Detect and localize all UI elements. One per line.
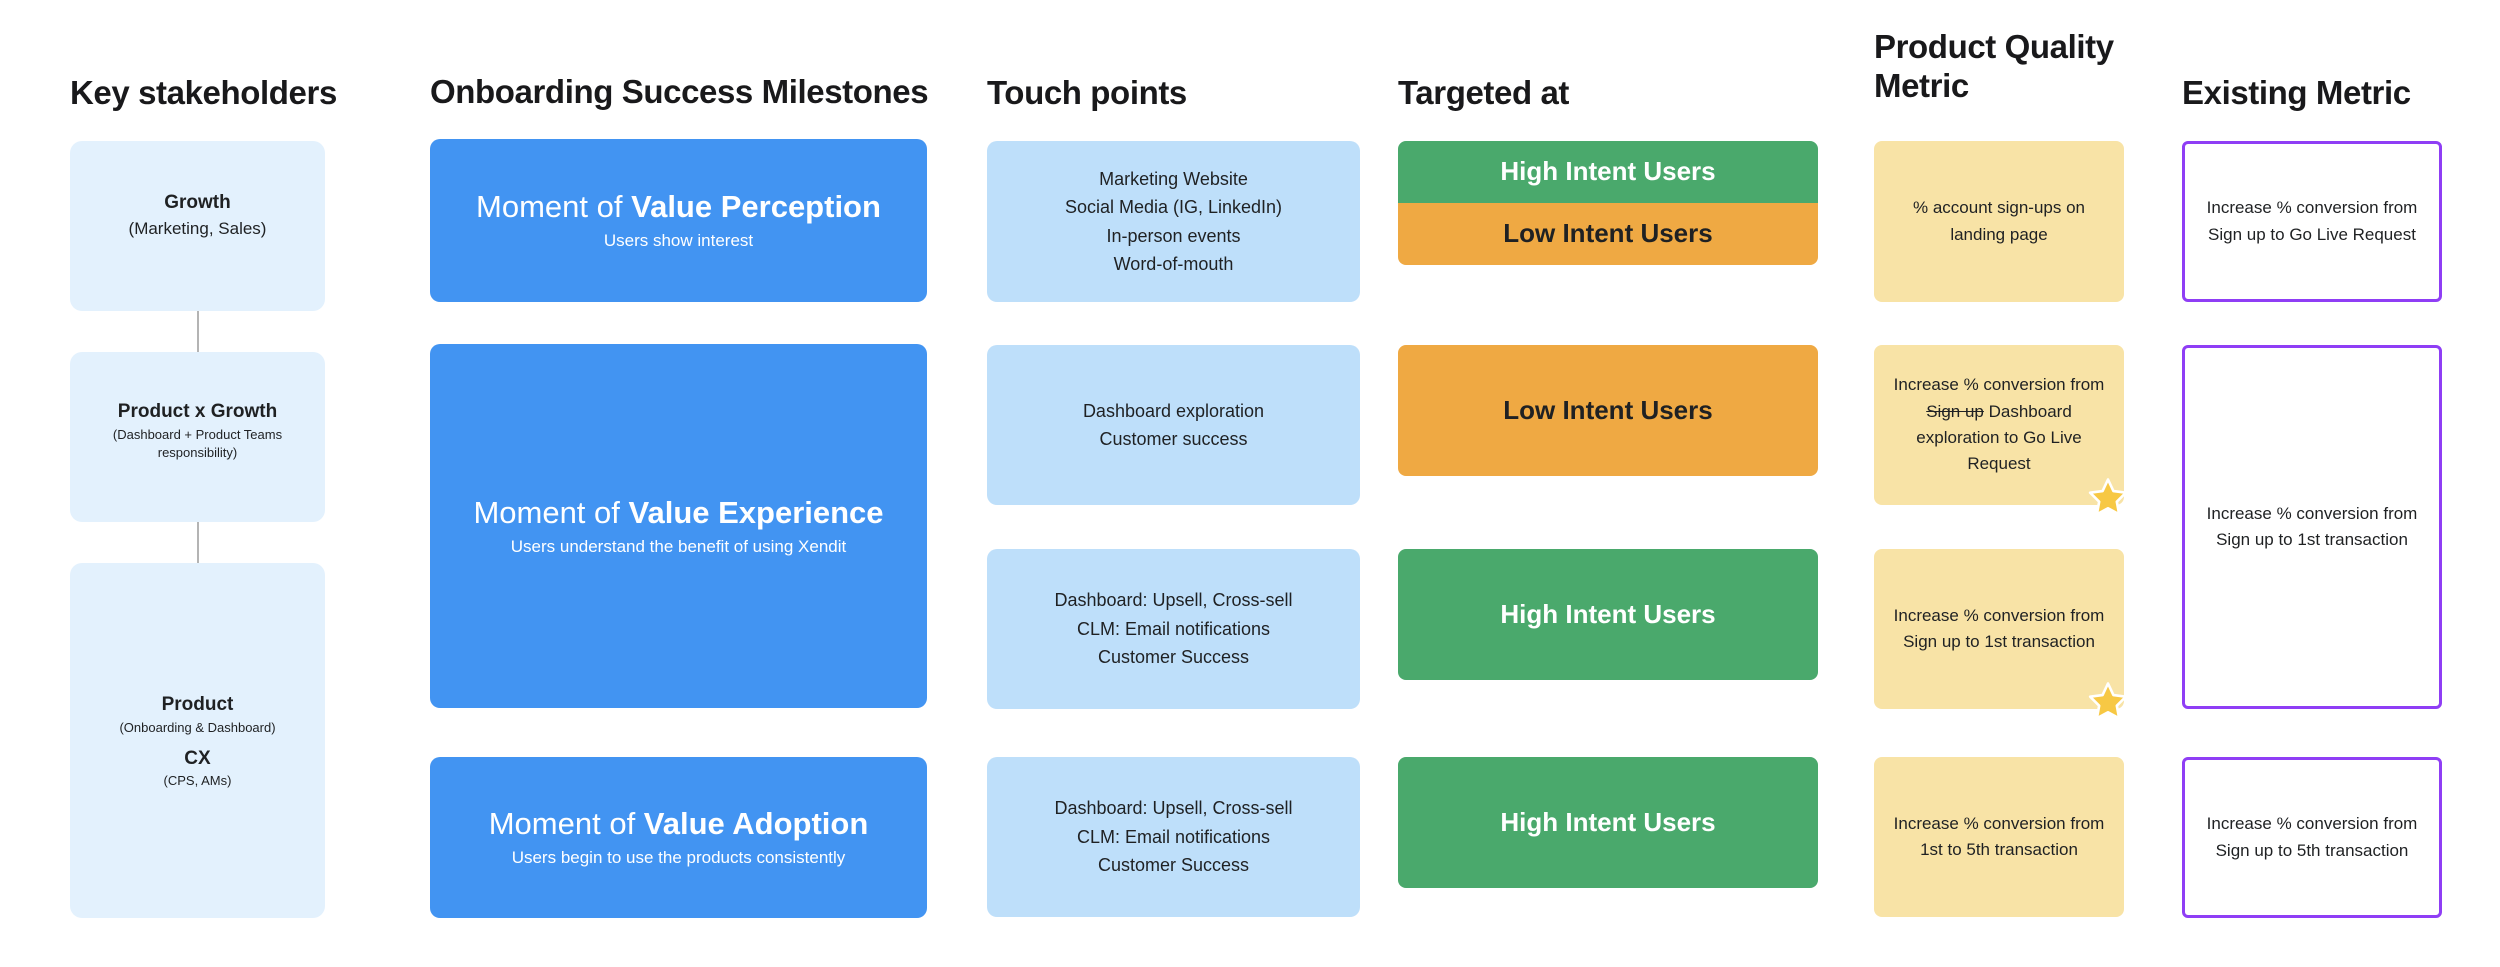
touchpoint-card-exploration[interactable]: Dashboard exploration Customer success <box>987 345 1360 505</box>
column-title-key-stakeholders: Key stakeholders <box>70 74 337 111</box>
milestone-heading-prefix: Moment of <box>476 189 632 225</box>
milestone-subtitle: Users show interest <box>603 231 754 251</box>
touchpoint-card-upsell-bottom[interactable]: Dashboard: Upsell, Cross-sell CLM: Email… <box>987 757 1360 917</box>
stakeholder-name-secondary: CX <box>184 747 211 769</box>
stakeholder-name: Product <box>161 694 234 715</box>
touchpoint-line: Dashboard: Upsell, Cross-sell <box>1054 798 1293 819</box>
milestone-heading-emphasis: Value Experience <box>628 494 884 530</box>
quality-metric-text: % account sign-ups on landing page <box>1913 198 2085 244</box>
milestone-subtitle: Users begin to use the products consiste… <box>511 848 846 868</box>
quality-metric-card-first-transaction[interactable]: Increase % conversion from Sign up to 1s… <box>1874 549 2124 709</box>
milestone-card-value-adoption[interactable]: Moment of Value Adoption Users begin to … <box>430 757 927 918</box>
targeted-badge-high-intent-1[interactable]: High Intent Users <box>1398 141 1818 203</box>
column-title-product-quality-metric: Product Quality Metric <box>1874 28 2114 104</box>
existing-metric-card-golive[interactable]: Increase % conversion from Sign up to Go… <box>2182 141 2442 302</box>
touchpoint-line: In-person events <box>1106 225 1241 246</box>
existing-metric-card-first-transaction[interactable]: Increase % conversion from Sign up to 1s… <box>2182 345 2442 709</box>
touchpoint-line: Dashboard exploration <box>1082 400 1265 421</box>
stakeholder-card-product-x-growth[interactable]: Product x Growth (Dashboard + Product Te… <box>70 352 325 522</box>
targeted-badge-low-intent-2[interactable]: Low Intent Users <box>1398 345 1818 476</box>
touchpoint-line: Customer Success <box>1097 855 1250 876</box>
column-title-touch-points: Touch points <box>987 74 1187 111</box>
touchpoint-card-awareness[interactable]: Marketing Website Social Media (IG, Link… <box>987 141 1360 302</box>
quality-metric-text: Increase % conversion from Sign up to 1s… <box>1893 605 2105 651</box>
quality-metric-text: Increase % conversion from Sign up Dashb… <box>1888 372 2110 477</box>
milestone-heading-emphasis: Value Adoption <box>643 806 869 842</box>
quality-metric-card-fifth-transaction[interactable]: Increase % conversion from 1st to 5th tr… <box>1874 757 2124 917</box>
column-title-existing-metric: Existing Metric <box>2182 74 2411 111</box>
quality-metric-text-strikethrough: Sign up <box>1926 401 1984 421</box>
quality-metric-card-dashboard-golive[interactable]: Increase % conversion from Sign up Dashb… <box>1874 345 2124 505</box>
stakeholder-detail-line-1: (Dashboard + Product Teams <box>112 426 283 442</box>
quality-metric-card-signups[interactable]: % account sign-ups on landing page <box>1874 141 2124 302</box>
touchpoint-line: CLM: Email notifications <box>1076 618 1271 639</box>
existing-metric-text: Increase % conversion from Sign up to Go… <box>2206 198 2418 244</box>
existing-metric-text: Increase % conversion from Sign up to 5t… <box>2206 814 2418 860</box>
stakeholder-card-product-cx[interactable]: Product (Onboarding & Dashboard) CX (CPS… <box>70 563 325 918</box>
targeted-badge-high-intent-3[interactable]: High Intent Users <box>1398 757 1818 888</box>
stakeholder-detail-line-2: responsibility) <box>157 444 238 460</box>
touchpoint-line: CLM: Email notifications <box>1076 826 1271 847</box>
stakeholder-detail-secondary: (CPS, AMs) <box>163 773 232 789</box>
touchpoint-card-upsell-mid[interactable]: Dashboard: Upsell, Cross-sell CLM: Email… <box>987 549 1360 709</box>
touchpoint-line: Marketing Website <box>1099 168 1248 189</box>
milestone-heading-emphasis: Value Perception <box>631 189 881 225</box>
targeted-badge-high-intent-2[interactable]: High Intent Users <box>1398 549 1818 680</box>
milestone-subtitle: Users understand the benefit of using Xe… <box>510 536 847 556</box>
quality-metric-text-part-1: Increase % conversion from <box>1893 375 2105 395</box>
touchpoint-line: Social Media (IG, LinkedIn) <box>1064 197 1283 218</box>
stakeholder-name: Product x Growth <box>117 401 278 422</box>
touchpoint-line: Customer Success <box>1097 647 1250 668</box>
column-title-onboarding-success-milestones: Onboarding Success Milestones <box>430 73 929 110</box>
milestone-heading: Moment of Value Experience <box>473 493 883 533</box>
touchpoint-line: Word-of-mouth <box>1113 253 1234 274</box>
touchpoint-line: Customer success <box>1099 429 1248 449</box>
quality-metric-text: Increase % conversion from 1st to 5th tr… <box>1893 813 2105 859</box>
milestone-heading: Moment of Value Adoption <box>489 804 869 844</box>
milestone-heading: Moment of Value Perception <box>476 187 881 227</box>
milestone-heading-prefix: Moment of <box>473 494 629 530</box>
column-title-targeted-at: Targeted at <box>1398 74 1570 111</box>
targeted-badge-low-intent-1[interactable]: Low Intent Users <box>1398 203 1818 265</box>
stakeholder-card-growth[interactable]: Growth (Marketing, Sales) <box>70 141 325 311</box>
existing-metric-card-fifth-transaction[interactable]: Increase % conversion from Sign up to 5t… <box>2182 757 2442 918</box>
stakeholder-name: Growth <box>164 192 231 213</box>
stakeholder-detail: (Marketing, Sales) <box>128 218 267 238</box>
quality-metric-text-part-2: Dashboard exploration to Go Live Request <box>1916 401 2082 474</box>
existing-metric-text: Increase % conversion from Sign up to 1s… <box>2206 503 2418 549</box>
stakeholder-detail: (Onboarding & Dashboard) <box>119 719 276 735</box>
milestone-card-value-experience[interactable]: Moment of Value Experience Users underst… <box>430 344 927 708</box>
milestone-heading-prefix: Moment of <box>488 806 644 842</box>
touchpoint-line: Dashboard: Upsell, Cross-sell <box>1054 590 1293 611</box>
milestone-card-value-perception[interactable]: Moment of Value Perception Users show in… <box>430 139 927 302</box>
